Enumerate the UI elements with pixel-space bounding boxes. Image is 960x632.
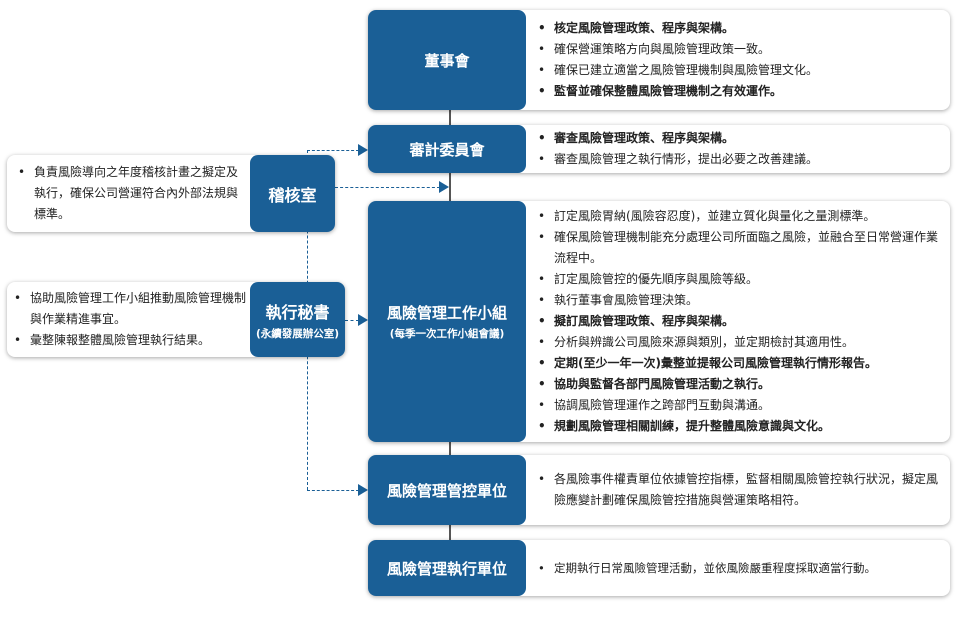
dashed-connector bbox=[335, 187, 440, 188]
dashed-connector bbox=[345, 320, 359, 321]
duty-item: 訂定風險管控的優先順序與風險等級。 bbox=[532, 269, 947, 290]
control-unit-duties: 各風險事件權責單位依據管控指標，監督相關風險管控執行狀況，擬定風險應變計劃確保風… bbox=[532, 469, 944, 511]
dashed-connector bbox=[307, 490, 359, 491]
duty-item: 確保風險管理機制能充分處理公司所面臨之風險，並融合至日常營運作業流程中。 bbox=[532, 227, 947, 269]
working-group-title: 風險管理工作小組 bbox=[386, 304, 507, 322]
duty-item: 審查風險管理政策、程序與架構。 bbox=[532, 128, 818, 149]
board-title: 董事會 bbox=[424, 51, 470, 70]
working-group-subtitle: (每季一次工作小組會議) bbox=[389, 328, 505, 340]
board-duties: 核定風險管理政策、程序與架構。 確保營運策略方向與風險管理政策一致。 確保已建立… bbox=[532, 18, 818, 102]
exec-secretary-duties: 協助風險管理工作小組推動風險管理機制與作業精進事宜。 彙整陳報整體風險管理執行結… bbox=[8, 288, 248, 351]
duty-item: 協助與監督各部門風險管理活動之執行。 bbox=[532, 374, 947, 395]
internal-audit-box: 稽核室 bbox=[250, 155, 335, 232]
execution-unit-duties: 定期執行日常風險管理活動，並依風險嚴重程度採取適當行動。 bbox=[532, 558, 876, 579]
internal-audit-title: 稽核室 bbox=[268, 185, 317, 205]
duty-item: 定期執行日常風險管理活動，並依風險嚴重程度採取適當行動。 bbox=[532, 558, 876, 579]
audit-committee-box: 審計委員會 bbox=[368, 125, 526, 173]
exec-secretary-box: 執行秘書 (永續發展辦公室) bbox=[250, 282, 345, 357]
duty-item: 定期(至少一年一次)彙整並提報公司風險管理執行情形報告。 bbox=[532, 353, 947, 374]
working-group-box: 風險管理工作小組 (每季一次工作小組會議) bbox=[368, 201, 526, 442]
dashed-connector bbox=[307, 150, 359, 151]
arrow-icon bbox=[358, 484, 368, 496]
audit-committee-title: 審計委員會 bbox=[409, 140, 485, 159]
duty-item: 協調風險管理運作之跨部門互動與溝通。 bbox=[532, 395, 947, 416]
arrow-icon bbox=[358, 314, 368, 326]
audit-committee-duties: 審查風險管理政策、程序與架構。 審查風險管理之執行情形，提出必要之改善建議。 bbox=[532, 128, 818, 170]
control-unit-title: 風險管理管控單位 bbox=[386, 481, 507, 500]
exec-secretary-subtitle: (永續發展辦公室) bbox=[255, 327, 340, 340]
duty-item: 分析與辨識公司風險來源與類別，並定期檢討其適用性。 bbox=[532, 332, 947, 353]
duty-item: 訂定風險胃納(風險容忍度)，並建立質化與量化之量測標準。 bbox=[532, 206, 947, 227]
duty-item: 確保已建立適當之風險管理機制與風險管理文化。 bbox=[532, 60, 818, 81]
duty-item: 規劃風險管理相關訓練，提升整體風險意識與文化。 bbox=[532, 416, 947, 437]
duty-item: 擬訂風險管理政策、程序與架構。 bbox=[532, 311, 947, 332]
duty-item: 負責風險導向之年度稽核計畫之擬定及執行，確保公司營運符合內外部法規與標準。 bbox=[12, 162, 248, 225]
duty-item: 各風險事件權責單位依據管控指標，監督相關風險管控執行狀況，擬定風險應變計劃確保風… bbox=[532, 469, 944, 511]
internal-audit-duties: 負責風險導向之年度稽核計畫之擬定及執行，確保公司營運符合內外部法規與標準。 bbox=[12, 162, 248, 225]
duty-item: 確保營運策略方向與風險管理政策一致。 bbox=[532, 39, 818, 60]
working-group-duties: 訂定風險胃納(風險容忍度)，並建立質化與量化之量測標準。 確保風險管理機制能充分… bbox=[532, 206, 947, 437]
duty-item: 彙整陳報整體風險管理執行結果。 bbox=[8, 330, 248, 351]
duty-item: 協助風險管理工作小組推動風險管理機制與作業精進事宜。 bbox=[8, 288, 248, 330]
duty-item: 監督並確保整體風險管理機制之有效運作。 bbox=[532, 81, 818, 102]
duty-item: 審查風險管理之執行情形，提出必要之改善建議。 bbox=[532, 149, 818, 170]
arrow-icon bbox=[439, 181, 449, 193]
arrow-icon bbox=[358, 144, 368, 156]
execution-unit-box: 風險管理執行單位 bbox=[368, 540, 526, 596]
exec-secretary-title: 執行秘書 bbox=[265, 302, 330, 322]
board-box: 董事會 bbox=[368, 10, 526, 110]
execution-unit-title: 風險管理執行單位 bbox=[386, 559, 507, 578]
duty-item: 執行董事會風險管理決策。 bbox=[532, 290, 947, 311]
control-unit-box: 風險管理管控單位 bbox=[368, 455, 526, 525]
duty-item: 核定風險管理政策、程序與架構。 bbox=[532, 18, 818, 39]
